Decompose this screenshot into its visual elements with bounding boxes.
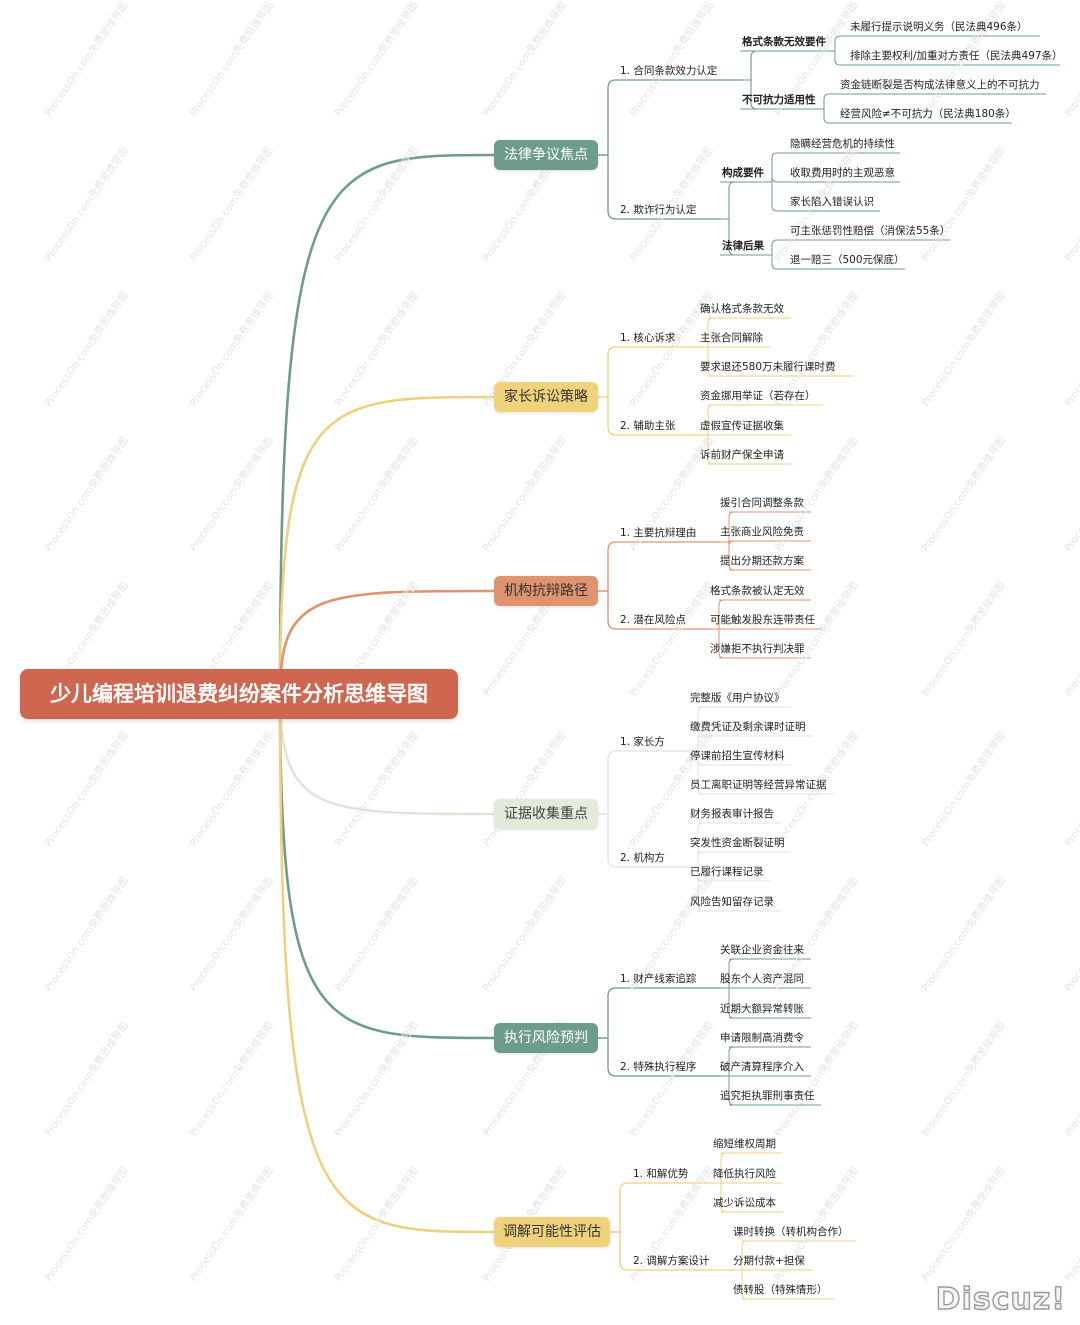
leaf-topic[interactable]: 风险告知留存记录 xyxy=(690,896,774,908)
group-topic[interactable]: 法律后果 xyxy=(722,240,764,252)
sub-link xyxy=(598,79,618,156)
leaf-topic[interactable]: 诉前财产保全申请 xyxy=(700,449,784,461)
branch-link xyxy=(278,153,495,695)
leaf-topic[interactable]: 停课前招生宣传材料 xyxy=(690,750,785,762)
leaf-topic[interactable]: 破产清算程序介入 xyxy=(720,1061,804,1073)
leaf-link xyxy=(816,108,830,124)
sub-link xyxy=(598,1037,618,1077)
leaf-topic[interactable]: 未履行提示说明义务（民法典496条） xyxy=(850,21,1028,33)
sub-link xyxy=(598,154,618,220)
group-topic[interactable]: 构成要件 xyxy=(722,167,764,179)
branch-link xyxy=(278,693,495,1040)
sub-topic[interactable]: 2. 特殊执行程序 xyxy=(620,1061,697,1073)
leaf-link xyxy=(764,176,778,183)
leaf-topic[interactable]: 隐瞒经营危机的持续性 xyxy=(790,138,895,150)
group-topic[interactable]: 不可抗力适用性 xyxy=(742,94,816,106)
leaf-topic[interactable]: 资金链断裂是否构成法律意义上的不可抗力 xyxy=(840,79,1040,91)
branch-link xyxy=(278,395,495,695)
sub-link xyxy=(598,813,618,868)
leaf-topic[interactable]: 减少诉讼成本 xyxy=(713,1197,776,1209)
branch-node[interactable]: 家长诉讼策略 xyxy=(494,382,598,412)
sub-topic[interactable]: 1. 财产线索追踪 xyxy=(620,973,697,985)
leaf-topic[interactable]: 课时转换（转机构合作） xyxy=(733,1226,849,1238)
root-node-title[interactable]: 少儿编程培训退费纠纷案件分析思维导图 xyxy=(20,669,458,719)
branch-node[interactable]: 证据收集重点 xyxy=(494,799,598,829)
leaf-topic[interactable]: 近期大额异常转账 xyxy=(720,1003,804,1015)
leaf-link xyxy=(827,35,841,52)
leaf-topic[interactable]: 可主张惩罚性赔偿（消保法55条） xyxy=(790,225,951,237)
sub-link xyxy=(598,396,618,436)
leaf-topic[interactable]: 已履行课程记录 xyxy=(690,866,764,878)
group-link xyxy=(721,181,736,220)
leaf-link xyxy=(827,50,841,66)
leaf-topic[interactable]: 分期付款+担保 xyxy=(733,1255,805,1267)
leaf-topic[interactable]: 主张合同解除 xyxy=(700,332,763,344)
leaf-topic[interactable]: 家长陷入错误认识 xyxy=(790,196,874,208)
leaf-topic[interactable]: 突发性资金断裂证明 xyxy=(690,837,785,849)
sub-topic[interactable]: 1. 主要抗辩理由 xyxy=(620,527,697,539)
sub-link xyxy=(598,541,618,592)
leaf-topic[interactable]: 虚假宣传证据收集 xyxy=(700,420,784,432)
leaf-topic[interactable]: 缩短维权周期 xyxy=(713,1138,776,1150)
leaf-topic[interactable]: 申请限制高消费令 xyxy=(720,1032,804,1044)
branch-link xyxy=(278,589,495,695)
sub-topic[interactable]: 2. 辅助主张 xyxy=(620,420,676,432)
sub-topic[interactable]: 2. 机构方 xyxy=(620,852,665,864)
leaf-topic[interactable]: 提出分期还款方案 xyxy=(720,555,804,567)
sub-link xyxy=(598,346,618,398)
sub-topic[interactable]: 1. 和解优势 xyxy=(633,1168,689,1180)
leaf-topic[interactable]: 可能触发股东连带责任 xyxy=(710,614,815,626)
leaf-topic[interactable]: 缴费凭证及剩余课时证明 xyxy=(690,721,806,733)
sub-topic[interactable]: 2. 欺诈行为认定 xyxy=(620,204,697,216)
leaf-topic[interactable]: 援引合同调整条款 xyxy=(720,497,804,509)
sub-topic[interactable]: 2. 潜在风险点 xyxy=(620,614,686,626)
leaf-topic[interactable]: 债转股（特殊情形） xyxy=(733,1284,828,1296)
leaf-link xyxy=(764,254,778,270)
sub-topic[interactable]: 1. 合同条款效力认定 xyxy=(620,65,718,77)
leaf-topic[interactable]: 主张商业风险免责 xyxy=(720,526,804,538)
leaf-topic[interactable]: 经营风险≠不可抗力（民法典180条） xyxy=(840,108,1016,120)
discuz-logo: Discuz! xyxy=(935,1281,1066,1317)
leaf-topic[interactable]: 员工离职证明等经营异常证据 xyxy=(690,779,827,791)
leaf-topic[interactable]: 股东个人资产混同 xyxy=(720,973,804,985)
leaf-topic[interactable]: 确认格式条款无效 xyxy=(700,303,784,315)
sub-link xyxy=(598,590,618,630)
group-link xyxy=(742,50,758,81)
branch-node[interactable]: 调解可能性评估 xyxy=(494,1217,610,1247)
branch-link xyxy=(278,693,495,1234)
leaf-link xyxy=(764,181,778,212)
sub-topic[interactable]: 1. 家长方 xyxy=(620,736,665,748)
branch-node[interactable]: 机构抗辩路径 xyxy=(494,576,598,606)
leaf-topic[interactable]: 资金挪用举证（若存在） xyxy=(700,390,816,402)
sub-link xyxy=(610,1182,631,1233)
leaf-topic[interactable]: 财务报表审计报告 xyxy=(690,808,774,820)
leaf-topic[interactable]: 追究拒执罪刑事责任 xyxy=(720,1090,815,1102)
group-topic[interactable]: 格式条款无效要件 xyxy=(742,36,826,48)
branch-node[interactable]: 执行风险预判 xyxy=(494,1023,598,1053)
leaf-topic[interactable]: 排除主要权利/加重对方责任（民法典497条） xyxy=(850,50,1063,62)
leaf-link xyxy=(764,239,778,256)
branch-node[interactable]: 法律争议焦点 xyxy=(494,140,598,170)
sub-topic[interactable]: 1. 核心诉求 xyxy=(620,332,676,344)
leaf-topic[interactable]: 涉嫌拒不执行判决罪 xyxy=(710,643,805,655)
leaf-topic[interactable]: 格式条款被认定无效 xyxy=(710,585,805,597)
leaf-link xyxy=(764,152,778,183)
leaf-link xyxy=(816,93,830,110)
sub-link xyxy=(610,1231,631,1271)
leaf-topic[interactable]: 退一赔三（500元保底） xyxy=(790,254,905,266)
sub-link xyxy=(598,987,618,1039)
leaf-topic[interactable]: 要求退还580万未履行课时费 xyxy=(700,361,836,373)
leaf-topic[interactable]: 降低执行风险 xyxy=(713,1168,776,1180)
branch-link xyxy=(278,693,495,816)
leaf-topic[interactable]: 关联企业资金往来 xyxy=(720,944,804,956)
leaf-topic[interactable]: 收取费用时的主观恶意 xyxy=(790,167,895,179)
leaf-topic[interactable]: 完整版《用户协议》 xyxy=(690,692,785,704)
sub-link xyxy=(598,750,618,815)
sub-topic[interactable]: 2. 调解方案设计 xyxy=(633,1255,710,1267)
